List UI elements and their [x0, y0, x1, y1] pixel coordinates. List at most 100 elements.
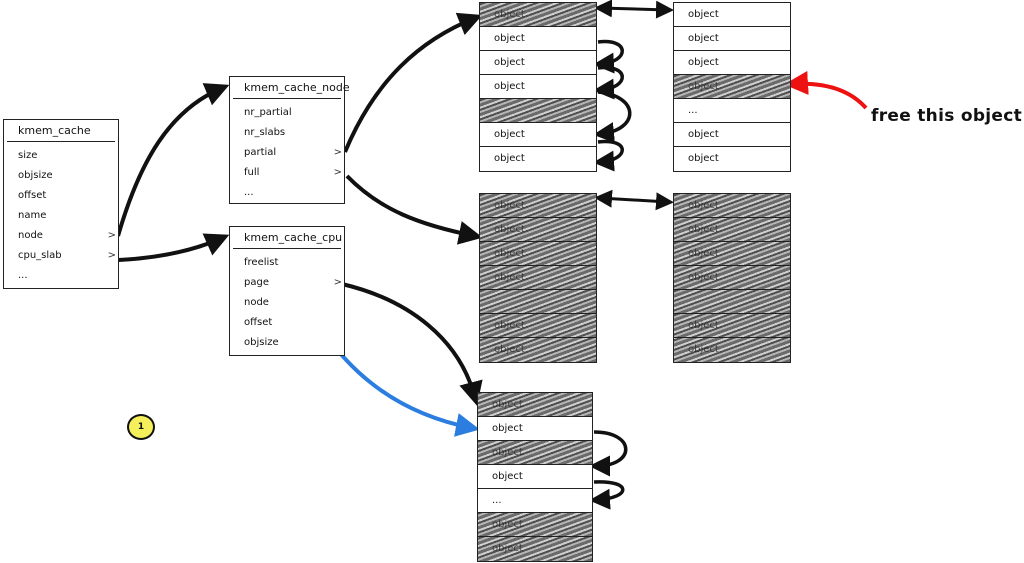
slot-label: object: [688, 344, 719, 355]
free-object-slot: object: [674, 123, 790, 147]
divider: [233, 98, 341, 99]
free-chain-loop: [593, 139, 624, 172]
field-label: ...: [18, 270, 28, 281]
allocated-object-slot: object: [674, 242, 790, 266]
allocated-object-slot: [480, 290, 596, 314]
field-label: ...: [244, 187, 254, 198]
allocated-object-slot: object: [480, 218, 596, 242]
free-object-slot: object: [480, 27, 596, 51]
free-chain-loop: [589, 480, 625, 510]
slot-label: ...: [492, 495, 502, 506]
free-object-slot: object: [674, 147, 790, 171]
field-label: full: [244, 167, 260, 178]
free-object-slot: object: [478, 417, 592, 441]
field-label: nr_slabs: [244, 127, 286, 138]
allocated-object-slot: object: [674, 266, 790, 290]
arrow-partial-slab-link: [594, 0, 674, 19]
struct-field: nr_slabs: [230, 123, 344, 143]
free-object-slot: object: [478, 465, 592, 489]
struct-title: kmem_cache_cpu: [244, 231, 343, 244]
field-label: offset: [244, 317, 273, 328]
allocated-object-slot: object: [478, 441, 592, 465]
slot-label: object: [688, 33, 719, 44]
divider: [7, 141, 115, 142]
struct-title: kmem_cache: [18, 124, 91, 137]
slot-label: object: [492, 471, 523, 482]
slot-label: object: [494, 224, 525, 235]
allocated-object-slot: object: [480, 314, 596, 338]
struct-field: ...: [230, 183, 344, 203]
slot-label: object: [494, 344, 525, 355]
slot-label: object: [492, 543, 523, 554]
field-label: nr_partial: [244, 107, 292, 118]
pointer-chevron-icon: >: [333, 167, 342, 178]
field-label: cpu_slab: [18, 250, 62, 261]
struct-title: kmem_cache_node: [244, 81, 350, 94]
slot-label: object: [494, 33, 525, 44]
allocated-object-slot: object: [478, 393, 592, 417]
field-label: partial: [244, 147, 277, 158]
struct-field: partial>: [230, 143, 344, 163]
slot-label: object: [688, 57, 719, 68]
pointer-chevron-icon: >: [107, 250, 116, 261]
allocated-object-slot: object: [674, 194, 790, 218]
allocated-object-slot: object: [480, 266, 596, 290]
struct-field: cpu_slab >: [4, 246, 118, 266]
slot-label: object: [492, 399, 523, 410]
struct-field: nr_partial: [230, 103, 344, 123]
free-object-slot: ...: [478, 489, 592, 513]
field-label: name: [18, 210, 47, 221]
struct-field: page >: [230, 273, 344, 293]
free-chain-loop: [593, 90, 632, 144]
arrow-full-slab-link: [594, 189, 674, 211]
free-chain-loop: [589, 430, 628, 477]
allocated-object-slot: object: [480, 3, 596, 27]
field-label: page: [244, 277, 269, 288]
divider: [233, 248, 341, 249]
slot-label: object: [494, 9, 525, 20]
slot-label: object: [492, 447, 523, 458]
slot-label: object: [494, 81, 525, 92]
slot-label: object: [688, 248, 719, 259]
free-chain-loop: [593, 39, 624, 74]
pointer-chevron-icon: >: [333, 277, 342, 288]
struct-field: ...: [4, 266, 118, 286]
slot-label: object: [494, 248, 525, 259]
struct-field: node >: [4, 226, 118, 246]
field-label: objsize: [244, 337, 279, 348]
free-object-slot: object: [480, 51, 596, 75]
slot-label: object: [688, 9, 719, 20]
allocated-object-slot: object: [480, 242, 596, 266]
slot-label: object: [688, 272, 719, 283]
arrow-cpu-slab-to-kmem-cache-cpu: [117, 233, 230, 262]
allocated-object-slot: object: [674, 75, 790, 99]
struct-field: full >: [230, 163, 344, 183]
arrow-partial-to-slab: [343, 12, 483, 153]
struct-field: freelist: [230, 253, 344, 273]
step-badge: 1: [127, 414, 155, 440]
slot-label: object: [688, 129, 719, 140]
allocated-object-slot: object: [674, 338, 790, 362]
slot-label: object: [688, 81, 719, 92]
allocated-object-slot: [674, 290, 790, 314]
field-label: node: [18, 230, 43, 241]
struct-field: offset: [4, 186, 118, 206]
struct-field: name: [4, 206, 118, 226]
slot-label: object: [688, 320, 719, 331]
slot-label: object: [688, 153, 719, 164]
allocated-object-slot: object: [674, 314, 790, 338]
arrow-full-to-slab: [345, 174, 483, 245]
allocated-object-slot: object: [480, 194, 596, 218]
full-slab-1: object object object object object object: [479, 193, 597, 363]
pointer-chevron-icon: >: [107, 230, 116, 241]
partial-slab-1: object object object object object object: [479, 2, 597, 172]
free-object-slot: object: [674, 51, 790, 75]
free-object-slot: object: [480, 147, 596, 171]
slot-label: object: [494, 129, 525, 140]
arrow-page-to-cpu-slab: [341, 282, 483, 406]
struct-field: offset: [230, 313, 344, 333]
struct-field: size: [4, 146, 118, 166]
